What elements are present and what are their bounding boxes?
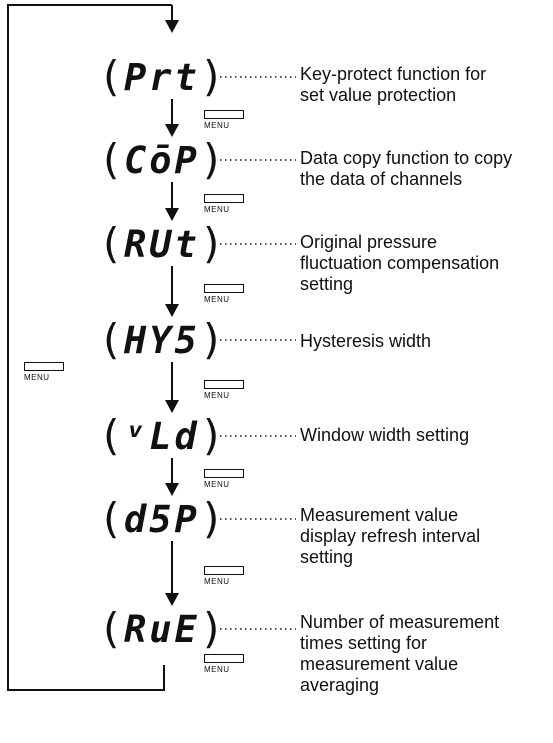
open-paren: ( [103,494,120,543]
menu-key-icon [24,362,64,371]
menu-key-icon [204,194,244,203]
flow-arrowhead [165,124,179,137]
display-code: d5P [124,498,200,541]
close-paren: ) [203,494,220,543]
description-line: Key-protect function for [300,64,487,84]
description-line: the data of channels [300,169,463,189]
menu-key: MENU [202,380,250,400]
menu-key-icon [204,469,244,478]
menu-key: MENU [202,654,250,674]
flow-arrowhead [165,304,179,317]
description-line: measurement value [300,654,459,674]
description-line: times setting for [300,633,428,653]
menu-key: MENU [202,566,250,586]
close-paren: ) [203,315,220,364]
open-paren: ( [103,135,120,184]
loop-back-line [7,4,172,691]
menu-key-label: MENU [204,665,230,674]
description-line: setting [300,274,354,294]
display-code: Prt [124,56,200,99]
close-paren: ) [203,219,220,268]
description-line: Original pressure [300,232,438,252]
description-line: Window width setting [300,425,470,445]
menu-key-label: MENU [204,577,230,586]
display-code: RUt [124,223,200,266]
open-paren: ( [103,52,120,101]
menu-key-label: MENU [204,121,230,130]
flow-arrowhead [165,483,179,496]
description-line: set value protection [300,85,457,105]
menu-key-icon [204,284,244,293]
description-line: averaging [300,675,380,695]
menu-key-label: MENU [204,391,230,400]
flow-arrowhead [165,400,179,413]
top-entry-arrowhead [165,20,179,33]
description-line: Data copy function to copy [300,148,513,168]
open-paren: ( [103,604,120,653]
menu-key-label: MENU [204,480,230,489]
open-paren: ( [103,219,120,268]
menu-key-icon [204,654,244,663]
display-code: CōP [124,139,200,182]
close-paren: ) [203,411,220,460]
display-code: ᵛLd [124,415,200,458]
loop-menu-key: MENU [22,362,70,382]
menu-key: MENU [202,194,250,214]
close-paren: ) [203,52,220,101]
menu-key-icon [204,566,244,575]
close-paren: ) [203,604,220,653]
menu-key-label: MENU [24,373,50,382]
flow-arrowhead [165,208,179,221]
open-paren: ( [103,315,120,364]
function-description: Hysteresis width [300,331,552,352]
description-line: Hysteresis width [300,331,432,351]
description-line: display refresh interval [300,526,481,546]
description-line: setting [300,547,354,567]
description-line: Measurement value [300,505,459,525]
menu-key-icon [204,380,244,389]
description-line: fluctuation compensation [300,253,500,273]
menu-key-label: MENU [204,295,230,304]
menu-key: MENU [202,469,250,489]
menu-key: MENU [202,284,250,304]
menu-key-label: MENU [204,205,230,214]
menu-key-icon [204,110,244,119]
flow-arrowhead [165,593,179,606]
display-code: RuE [124,608,200,651]
open-paren: ( [103,411,120,460]
display-code: HY5 [124,319,200,362]
description-line: Number of measurement [300,612,500,632]
menu-key: MENU [202,110,250,130]
close-paren: ) [203,135,220,184]
function-description: Window width setting [300,425,552,446]
